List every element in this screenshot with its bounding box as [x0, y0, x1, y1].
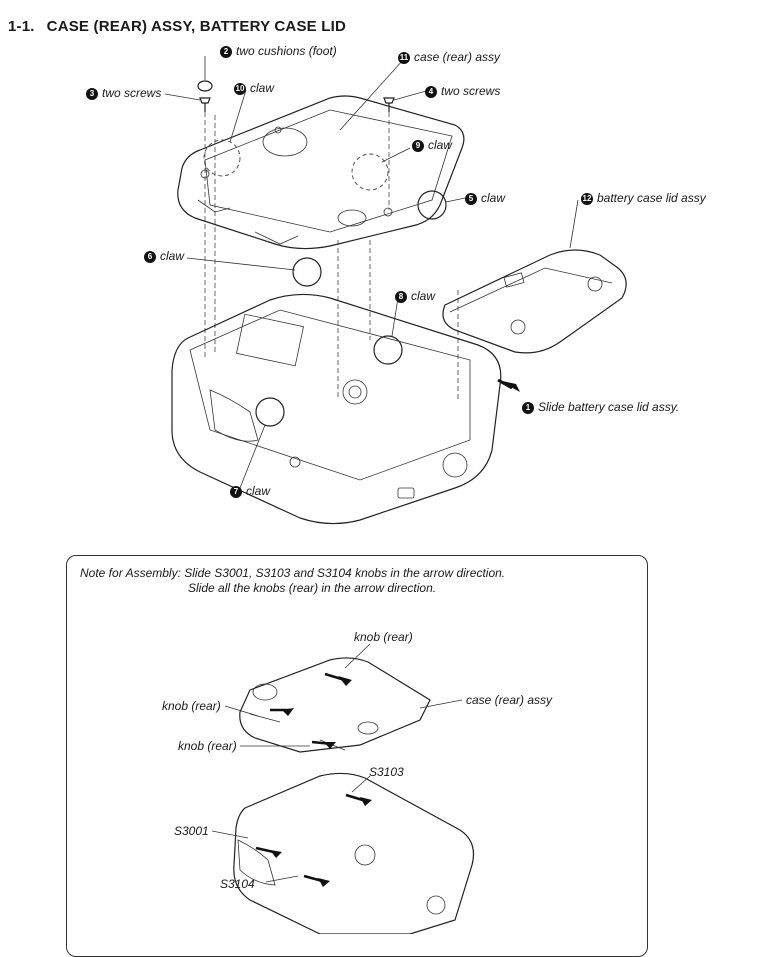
- screw-right-drawing: [383, 97, 395, 112]
- label-knob-left: knob (rear): [162, 699, 221, 713]
- assembly-unit-drawing: [233, 772, 475, 934]
- assembly-note-box: [66, 555, 648, 957]
- diagram-canvas: 1-1. CASE (REAR) ASSY, BATTERY CASE LID: [8, 18, 706, 957]
- label-knob-top: knob (rear): [354, 630, 413, 644]
- section-heading: 1-1. CASE (REAR) ASSY, BATTERY CASE LID: [8, 18, 346, 35]
- section-title: CASE (REAR) ASSY, BATTERY CASE LID: [46, 18, 346, 35]
- label-case-rear-assy: case (rear) assy: [466, 693, 553, 707]
- screw-left-drawing: [199, 97, 211, 112]
- case-rear-panel-drawing: [177, 95, 465, 250]
- main-unit-drawing: [171, 293, 502, 525]
- label-knob-lower: knob (rear): [178, 739, 237, 753]
- cushion-drawing: [197, 80, 213, 92]
- exploded-view-drawing: [164, 56, 627, 934]
- battery-lid-drawing: [442, 249, 627, 354]
- label-s3104: S3104: [220, 877, 255, 891]
- label-s3001: S3001: [174, 824, 209, 838]
- section-number: 1-1.: [8, 18, 35, 35]
- label-s3103: S3103: [369, 765, 404, 779]
- note-line-1: Note for Assembly: Slide S3001, S3103 an…: [80, 566, 506, 580]
- note-line-2: Slide all the knobs (rear) in the arrow …: [188, 581, 437, 595]
